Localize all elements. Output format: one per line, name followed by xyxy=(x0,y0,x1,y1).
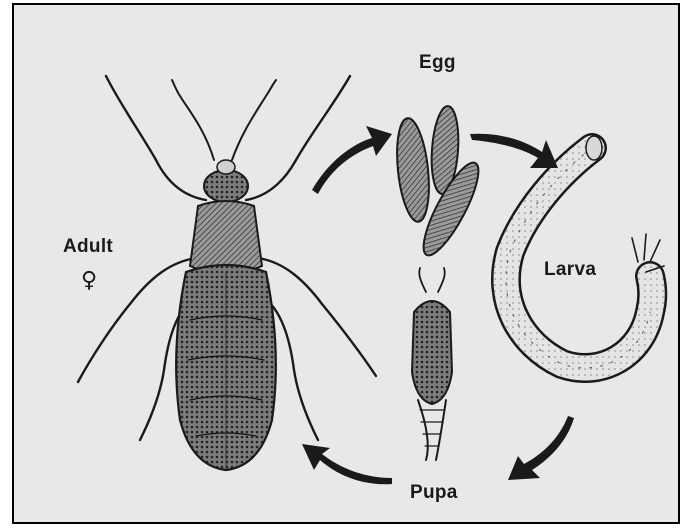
pupa-illustration xyxy=(412,268,452,460)
adult-insect-illustration xyxy=(78,76,376,470)
label-egg: Egg xyxy=(419,52,456,74)
label-larva: Larva xyxy=(544,259,596,281)
larva-illustration xyxy=(506,136,664,368)
female-symbol: ♀ xyxy=(81,268,97,293)
label-pupa: Pupa xyxy=(410,482,458,504)
egg-illustration xyxy=(393,105,488,261)
label-adult: Adult xyxy=(63,236,113,258)
